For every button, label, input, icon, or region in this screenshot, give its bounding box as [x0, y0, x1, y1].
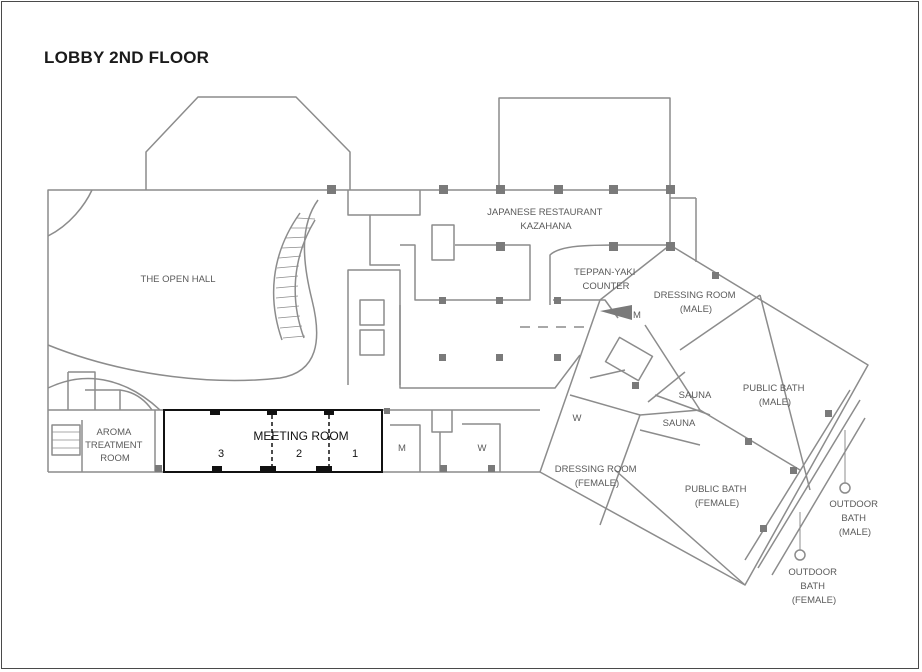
meeting-room — [163, 409, 383, 473]
spa-sauna-walls — [639, 394, 711, 446]
outdoor-bath-female-label: OUTDOOR BATH (FEMALE) — [788, 567, 839, 606]
corridor-rooms — [431, 410, 501, 472]
spa-restroom-women-label: W — [573, 413, 582, 424]
teppan-counter — [553, 299, 619, 319]
teppan-yaki-label: TEPPAN-YAKI COUNTER — [574, 267, 638, 292]
sauna-label-1: SAUNA — [679, 390, 712, 401]
columns — [155, 185, 832, 532]
core-block — [347, 269, 401, 385]
restroom-men-label: M — [398, 443, 406, 454]
restaurant-label: JAPANESE RESTAURANT KAZAHANA — [487, 207, 605, 232]
meeting-room-label: MEETING ROOM — [253, 429, 348, 443]
outdoor-female-marker — [794, 549, 806, 561]
meeting-section-3: 3 — [218, 448, 224, 460]
spa-restroom-men-label: M — [633, 310, 641, 321]
map-title: LOBBY 2ND FLOOR — [44, 48, 210, 67]
sauna-label-2: SAUNA — [663, 418, 696, 429]
restaurant-bar — [431, 224, 455, 261]
spa-outer-wall — [539, 244, 869, 586]
outdoor-bath-edge — [744, 389, 866, 576]
open-hall-wall-2 — [47, 189, 93, 237]
restaurant-south-wall — [399, 305, 581, 389]
lower-west-rooms — [67, 371, 153, 411]
aroma-treatment-label: AROMA TREATMENT ROOM — [85, 427, 145, 464]
core-stair — [359, 299, 385, 326]
public-bath-female-label: PUBLIC BATH (FEMALE) — [685, 484, 749, 509]
core-elevator — [359, 329, 385, 356]
open-hall-curve — [47, 199, 319, 382]
outdoor-bath-male-label: OUTDOOR BATH (MALE) — [829, 499, 880, 538]
open-hall-label: THE OPEN HALL — [141, 274, 216, 285]
dressing-room-male-label: DRESSING ROOM (MALE) — [654, 290, 738, 315]
meeting-section-2: 2 — [296, 448, 302, 460]
spiral-stair-outer — [272, 212, 301, 341]
spa-stair — [604, 336, 654, 382]
lobby-curve — [47, 377, 161, 411]
restroom-women-label: W — [478, 443, 487, 454]
upper-pavilion-wall — [145, 96, 351, 190]
restaurant-north-small — [347, 190, 421, 266]
restaurant-inner-wall — [400, 244, 531, 301]
outdoor-male-marker — [839, 482, 851, 494]
teppan-yaki-wall — [549, 244, 670, 305]
restaurant-upper-block-wall — [498, 97, 671, 190]
restroom-m-wall — [390, 424, 421, 472]
public-bath-male-label: PUBLIC BATH (MALE) — [743, 383, 807, 408]
spiral-stair-inner — [294, 219, 316, 339]
meeting-section-1: 1 — [352, 448, 358, 460]
dressing-room-female-label: DRESSING ROOM (FEMALE) — [555, 464, 639, 489]
